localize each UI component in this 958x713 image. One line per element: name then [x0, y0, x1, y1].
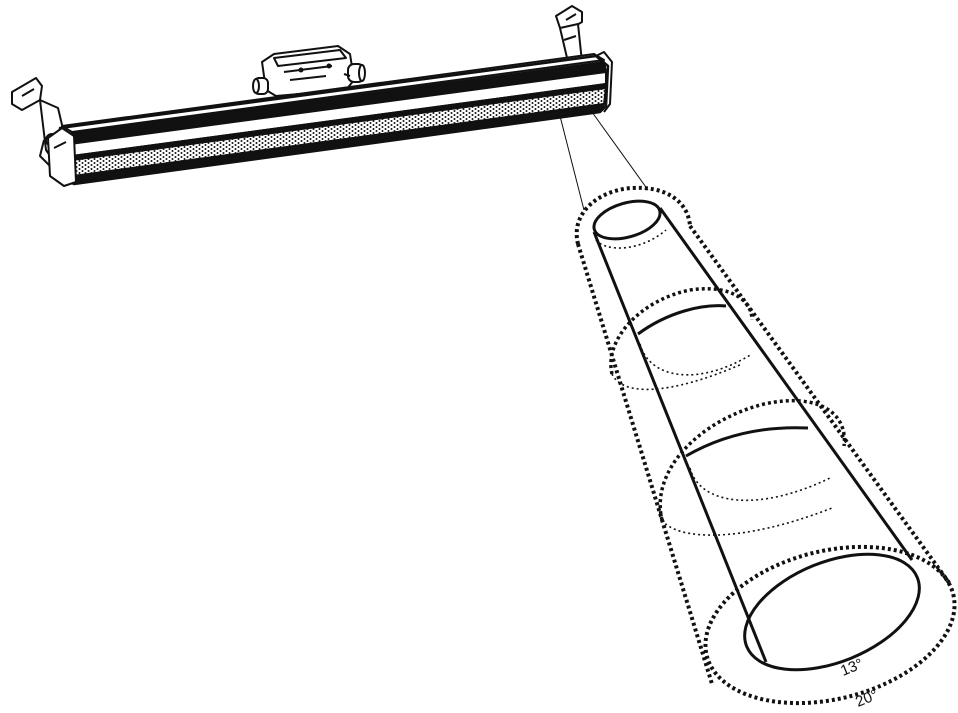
narrow-beam-hidden-rings [595, 229, 831, 502]
led-bar-fixture [11, 5, 613, 187]
top-connector-housing [252, 45, 366, 97]
bar-housing [47, 51, 613, 187]
beam-projection [559, 111, 957, 706]
narrow-beam-end-ring [743, 552, 921, 672]
beam-guide-line-left [559, 115, 585, 211]
right-mounting-bracket [555, 5, 583, 63]
wide-beam-envelope-20deg [574, 185, 957, 706]
wide-beam-angle-label: 20° [853, 686, 880, 710]
beam-guide-line-right [591, 111, 649, 191]
narrow-beam-origin-ring [592, 199, 662, 241]
narrow-beam-cone-13deg [592, 199, 921, 672]
narrow-beam-angle-label: 13° [838, 655, 865, 679]
wide-beam-section-rings [609, 287, 847, 536]
